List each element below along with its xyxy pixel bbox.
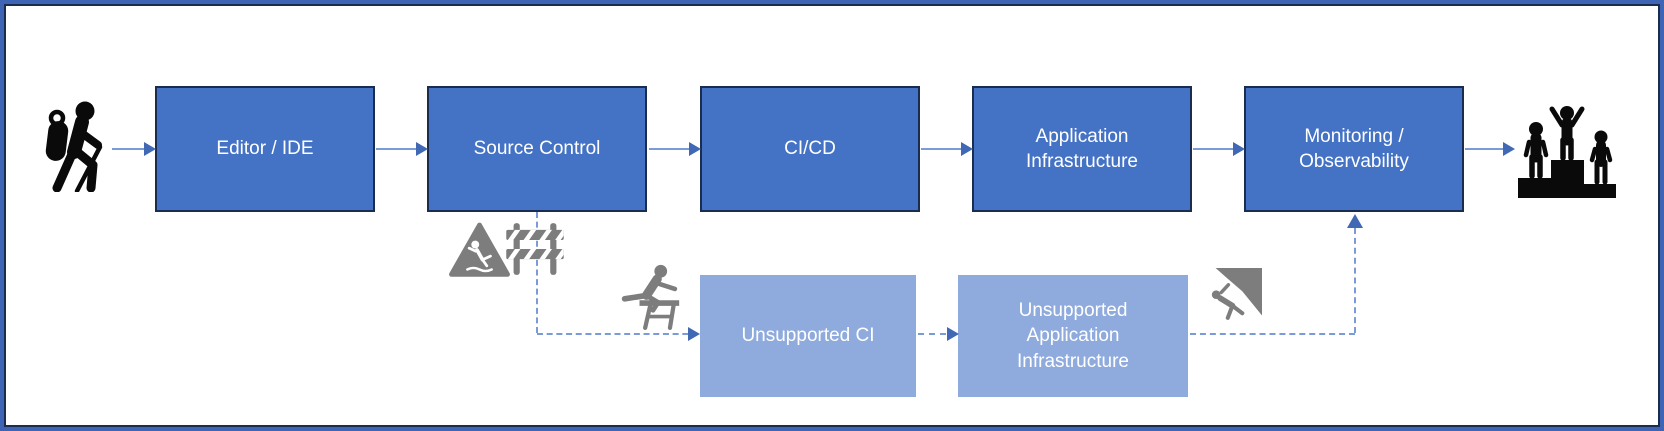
dashed-down-from-source-control xyxy=(536,212,538,333)
arrow-monitoring-to-podium xyxy=(1465,142,1515,156)
box-source-control-label: Source Control xyxy=(473,138,601,160)
box-monitoring-observability: Monitoring / Observability xyxy=(1244,86,1464,212)
dashed-up-arrowhead xyxy=(1347,214,1363,228)
box-application-infrastructure: Application Infrastructure xyxy=(972,86,1192,212)
dashed-arrow-unsupported-ci-to-unsupported-app-infra xyxy=(918,327,959,341)
box-unsupported-ci-label: Unsupported CI xyxy=(741,325,875,347)
dashed-up-to-monitoring xyxy=(1354,228,1356,333)
falling-climber-icon xyxy=(1211,268,1262,320)
hiker-icon xyxy=(45,101,103,192)
slip-warning-icon xyxy=(449,222,510,277)
box-editor-ide: Editor / IDE xyxy=(155,86,375,212)
roadblock-barrier-icon xyxy=(506,223,564,275)
arrow-cicd-to-app-infra xyxy=(921,142,973,156)
box-cicd: CI/CD xyxy=(700,86,920,212)
arrow-hiker-to-editor xyxy=(112,142,156,156)
box-application-infrastructure-label: Application Infrastructure xyxy=(1026,125,1138,172)
box-unsupported-application-infrastructure: Unsupported Application Infrastructure xyxy=(958,275,1188,397)
box-editor-ide-label: Editor / IDE xyxy=(216,138,314,160)
box-unsupported-application-infrastructure-label: Unsupported Application Infrastructure xyxy=(1017,300,1129,372)
arrow-source-control-to-cicd xyxy=(649,142,701,156)
dashed-right-from-unsupported-app-infra xyxy=(1190,333,1355,335)
box-unsupported-ci: Unsupported CI xyxy=(700,275,916,397)
winners-podium-icon xyxy=(1518,106,1616,198)
arrow-editor-to-source-control xyxy=(376,142,428,156)
hurdle-runner-icon xyxy=(621,264,680,330)
box-source-control: Source Control xyxy=(427,86,647,212)
box-cicd-label: CI/CD xyxy=(784,138,836,160)
box-monitoring-observability-label: Monitoring / Observability xyxy=(1299,125,1409,172)
arrow-app-infra-to-monitoring xyxy=(1193,142,1245,156)
dashed-arrow-to-unsupported-ci xyxy=(537,327,700,341)
